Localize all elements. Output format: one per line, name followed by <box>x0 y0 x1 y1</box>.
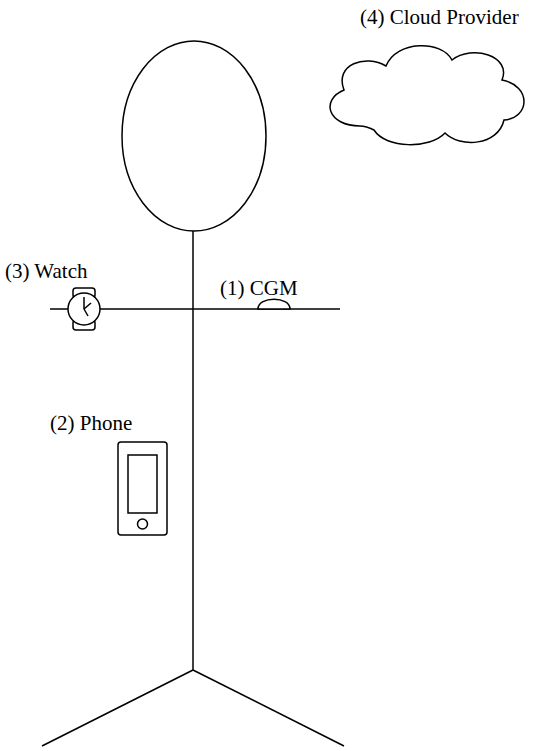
phone-label: (2) Phone <box>50 411 132 435</box>
cloud-shape <box>330 46 524 145</box>
cgm-sensor <box>258 299 290 309</box>
phone-symbol <box>118 442 167 535</box>
cloud-label: (4) Cloud Provider <box>360 5 519 29</box>
cgm-label: (1) CGM <box>220 276 298 300</box>
watch-label: (3) Watch <box>5 259 87 283</box>
left-leg <box>42 670 193 746</box>
body-line <box>192 231 194 670</box>
head <box>122 41 266 231</box>
right-leg <box>193 670 344 746</box>
watch-symbol <box>68 288 100 330</box>
